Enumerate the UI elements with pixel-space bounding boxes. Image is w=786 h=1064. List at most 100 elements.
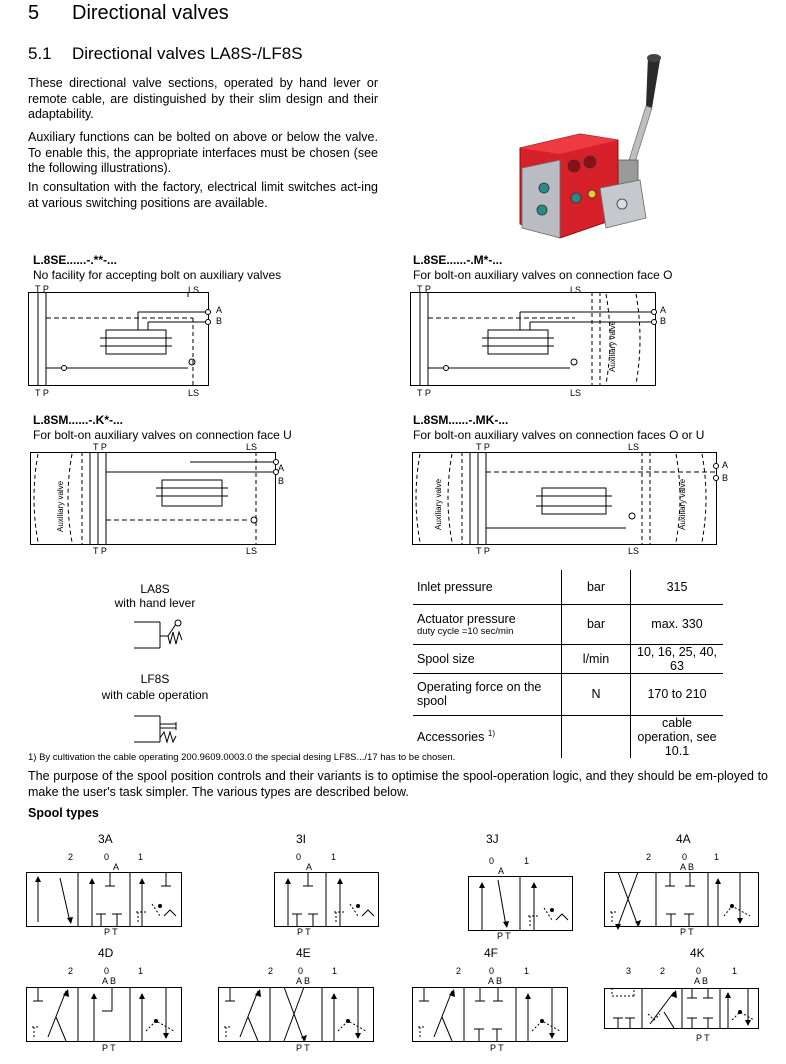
spool-4f-symbol (412, 987, 568, 1042)
spool-3a-name: 3A (98, 832, 113, 846)
spool-3i-name: 3I (296, 832, 307, 846)
schematic-2-diagram (410, 292, 657, 386)
spec-value: 315 (630, 570, 723, 605)
cable-operation-symbol-icon (134, 715, 177, 744)
spool-3j-pos-1: 1 (524, 856, 530, 866)
spool-3j-pos-0: 0 (489, 856, 495, 866)
spec-unit: bar (561, 570, 631, 605)
schematic-4-ls-bottom: LS (628, 546, 640, 556)
intro-paragraph-2: Auxiliary functions can be bolted on abo… (28, 130, 378, 175)
spool-3j-name: 3J (486, 832, 499, 846)
schematic-1-diagram (28, 292, 211, 386)
spool-3a-symbol (26, 872, 182, 927)
schematic-2-port-a: A (660, 305, 667, 315)
spool-4e-pos-0: 0 (298, 966, 304, 976)
spec-param: Operating force on the spool (413, 673, 562, 716)
schematic-4-desc: For bolt-on auxiliary valves on connecti… (413, 428, 705, 442)
spool-4e-pos-2: 2 (268, 966, 274, 976)
spool-4e-name: 4E (296, 946, 311, 960)
operation-2-name: LF8S (140, 672, 170, 686)
footnote: 1) By cultivation the cable operating 20… (28, 752, 456, 763)
spool-4e-pos-1: 1 (332, 966, 338, 976)
schematic-1-port-a: A (216, 305, 223, 315)
schematic-4-tp-top: T P (476, 442, 490, 452)
spool-types-heading: Spool types (28, 806, 99, 820)
spool-3a-pos-1: 1 (138, 852, 144, 862)
schematic-3-diagram (30, 452, 279, 545)
spool-4d-pos-0: 0 (104, 966, 110, 976)
spec-param: Accessories 1) (417, 728, 495, 745)
spool-4k-pos-1: 1 (732, 966, 738, 976)
schematic-4-port-b: B (722, 473, 729, 483)
spool-4a-pos-2: 2 (646, 852, 652, 862)
spool-4k-name: 4K (690, 946, 705, 960)
schematic-2-desc: For bolt-on auxiliary valves on connecti… (413, 268, 673, 282)
schematic-1-code: L.8SE......-.**-... (33, 253, 118, 267)
schematic-3-ls-bottom: LS (246, 546, 258, 556)
spool-4d-name: 4D (98, 946, 114, 960)
spool-4a-name: 4A (676, 832, 691, 846)
spool-4f-pos-1: 1 (524, 966, 530, 976)
schematic-2-ls-bottom: LS (570, 388, 582, 398)
spool-3j-ports-top: A (498, 866, 505, 876)
spec-value: cable operation, see 10.1 (637, 715, 717, 758)
schematic-3-port-a: A (278, 463, 285, 473)
spool-3j-ports-bottom: P T (497, 931, 511, 941)
purpose-paragraph: The purpose of the spool position contro… (28, 769, 768, 799)
spool-4k-pos-2: 2 (660, 966, 666, 976)
spool-4f-pos-0: 0 (489, 966, 495, 976)
schematic-1-desc: No facility for accepting bolt on auxili… (33, 268, 282, 282)
spool-3j-symbol (468, 876, 573, 931)
spool-4e-ports-bottom: P T (296, 1043, 310, 1053)
spool-4e-ports-top: A B (296, 976, 311, 986)
schematic-3-tp-bottom: T P (93, 546, 107, 556)
spool-4d-ports-bottom: P T (102, 1043, 116, 1053)
spool-3i-pos-1: 1 (331, 852, 337, 862)
spec-unit: l/min (561, 644, 631, 674)
spool-4a-symbol (604, 871, 759, 930)
spec-unit: bar (561, 604, 631, 645)
intro-paragraph-1: These directional valve sections, operat… (28, 76, 378, 121)
spool-4d-ports-top: A B (102, 976, 117, 986)
spool-4k-symbol (604, 988, 759, 1029)
spool-4d-symbol (26, 987, 182, 1042)
schematic-3-ls-top: LS (246, 442, 258, 452)
intro-paragraph-3: In consultation with the factory, electr… (28, 180, 378, 210)
spool-3i-ports-bottom: P T (297, 927, 311, 937)
schematic-2-tp-top: T P (417, 284, 431, 294)
schematic-1-port-b: B (216, 316, 223, 326)
spool-4f-name: 4F (484, 946, 499, 960)
spool-4e-symbol (218, 986, 374, 1042)
spool-3a-ports-top: A (113, 862, 120, 872)
schematic-1-tp-bottom: T P (35, 388, 49, 398)
spool-4a-ports-bottom: P T (680, 927, 694, 937)
spool-4d-pos-2: 2 (68, 966, 74, 976)
spec-value: 170 to 210 (630, 673, 723, 716)
spec-value: max. 330 (630, 604, 723, 645)
spool-4f-ports-top: A B (488, 976, 503, 986)
schematic-1-tp-top: T P (35, 284, 49, 294)
valve-product-illustration (519, 54, 661, 239)
spool-4k-pos-3: 3 (626, 966, 632, 976)
spec-param: Inlet pressure (413, 570, 562, 605)
spool-4f-pos-2: 2 (456, 966, 462, 976)
schematic-4-ls-top: LS (628, 442, 640, 452)
spec-param: Spool size (413, 644, 562, 674)
spool-4k-pos-0: 0 (696, 966, 702, 976)
spec-row: Spool size l/min 10, 16, 25, 40, 63 (413, 644, 723, 674)
schematic-4-diagram (412, 452, 719, 545)
schematic-1-ls-top: LS (188, 285, 200, 295)
spec-unit: N (561, 673, 631, 716)
spec-row: Operating force on the spool N 170 to 21… (413, 673, 723, 716)
schematic-3-tp-top: T P (93, 442, 107, 452)
spool-3a-pos-2: 2 (68, 852, 74, 862)
spool-4d-pos-1: 1 (138, 966, 144, 976)
hand-lever-symbol-icon (134, 619, 183, 649)
schematic-2-ls-top: LS (570, 285, 582, 295)
chapter-number: 5 (28, 2, 40, 24)
spec-row: Inlet pressure bar 315 (413, 570, 723, 605)
schematic-1-ls-bottom: LS (188, 388, 200, 398)
schematic-2-code: L.8SE......-.M*-... (413, 253, 503, 267)
